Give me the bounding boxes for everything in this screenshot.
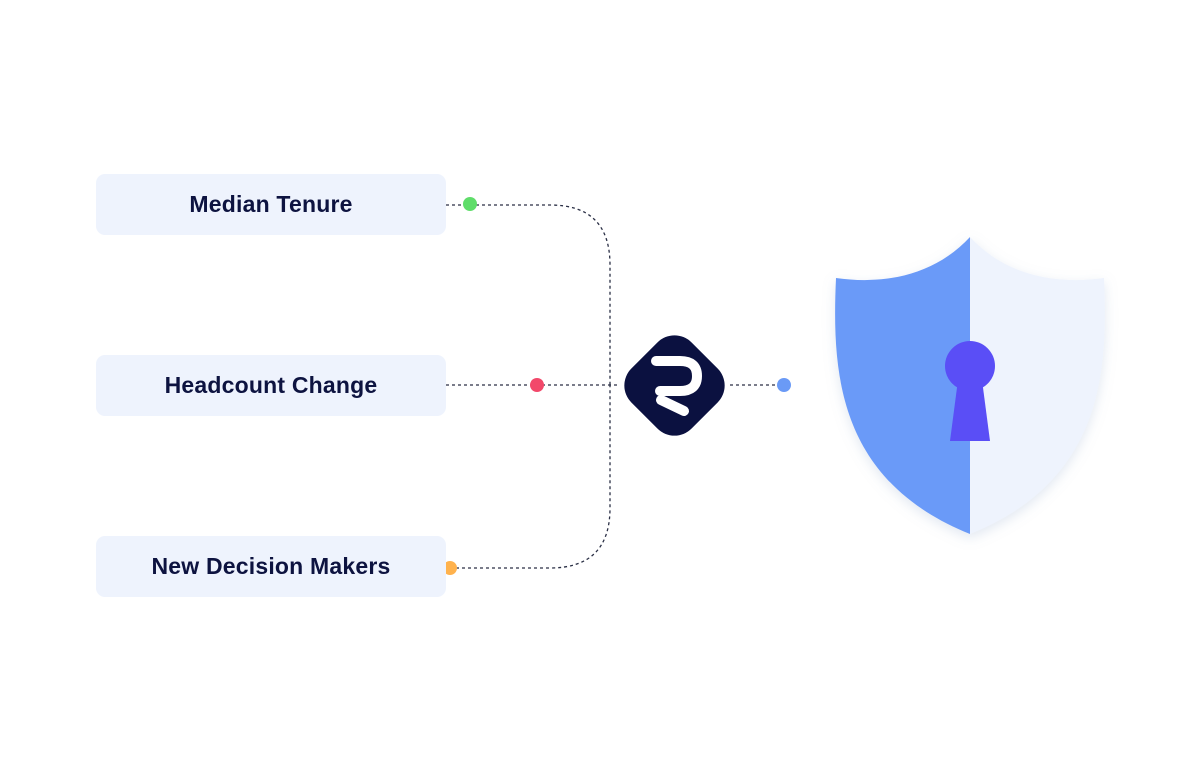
dot-output [777,378,791,392]
brand-logo-icon [624,335,725,436]
node-label: Headcount Change [164,372,378,398]
dot-median-tenure [463,197,477,211]
shield-keyhole-icon [835,237,1105,534]
dot-new-decision-makers [443,561,457,575]
node-median-tenure: Median Tenure [96,174,446,235]
node-new-decision-makers: New Decision Makers [96,536,446,597]
keyhole-icon [945,341,995,441]
connector-median-tenure [446,204,611,385]
node-headcount-change: Headcount Change [96,355,446,416]
dot-headcount-change [530,378,544,392]
node-label: Median Tenure [189,191,353,217]
node-label: New Decision Makers [151,553,391,579]
connector-new-decision-makers [450,385,611,569]
